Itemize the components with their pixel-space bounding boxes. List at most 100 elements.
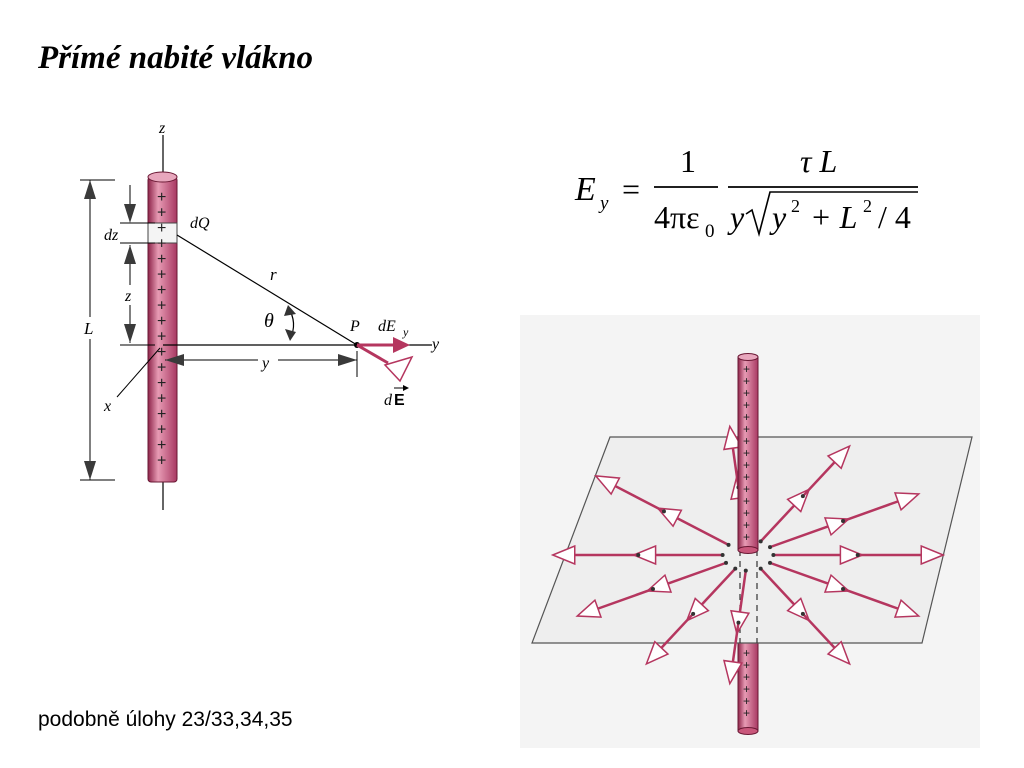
charge-plus: +: [157, 251, 166, 268]
field-arrowhead: [594, 475, 621, 496]
dz-segment: [147, 222, 178, 244]
z-dim-label: z: [124, 288, 132, 305]
field-origin-dot: [650, 586, 655, 591]
charge-plus: +: [157, 313, 166, 330]
charge-plus: +: [743, 530, 750, 544]
charge-plus: +: [743, 494, 750, 508]
field-origin-dot: [736, 620, 741, 625]
field-arrows: [550, 424, 946, 686]
charge-plus: +: [743, 458, 750, 472]
field-arrowhead: [826, 444, 851, 470]
field-line: [676, 517, 730, 546]
dEy-label: dE: [378, 318, 396, 335]
field-origin-dot: [726, 542, 731, 547]
field-origin-dot: [771, 553, 776, 557]
field-arrowhead: [722, 659, 744, 686]
field-origin-dot: [800, 611, 805, 616]
dz-label: dz: [104, 227, 119, 244]
charge-plus: +: [743, 398, 750, 412]
field-line: [700, 567, 737, 606]
dE-label-E: E: [394, 392, 405, 409]
formula-lhs-sub: y: [598, 193, 609, 214]
field-origin-dot: [733, 566, 738, 571]
charge-plus: +: [743, 670, 750, 684]
charge-plus: +: [743, 482, 750, 496]
charge-plus: +: [157, 437, 166, 454]
charge-plus: +: [743, 694, 750, 708]
charge-plus: +: [157, 220, 166, 237]
rod-geometry-figure: z ++++++++++++++++++ L dz z dQ r y θ P d…: [80, 120, 440, 510]
L-label: L: [83, 319, 93, 338]
y-axis-label: y: [430, 336, 440, 353]
field-arrowhead: [645, 640, 670, 666]
charge-plus: +: [157, 267, 166, 284]
formula-frac2-den-plus: + L: [810, 199, 857, 235]
field-line: [769, 525, 829, 549]
field-line: [738, 570, 748, 613]
field-line: [801, 461, 836, 498]
dQ-label: dQ: [190, 215, 210, 232]
formula-frac2-den-exp2: 2: [863, 196, 872, 216]
field-origin-dot: [841, 519, 846, 524]
formula-lhs: E: [574, 171, 596, 208]
charge-plus: +: [157, 344, 166, 361]
charge-plus: +: [157, 453, 166, 470]
charge-plus: +: [743, 518, 750, 532]
field-arrowhead: [722, 424, 744, 451]
field-line: [597, 587, 654, 610]
rod-charges-right: +++++++++++++++++++++: [743, 362, 750, 720]
charge-plus: +: [743, 410, 750, 424]
field-line: [801, 612, 836, 649]
field-origin-dot: [691, 611, 696, 616]
field-origin-dot: [841, 586, 846, 591]
field-origin-dot: [723, 560, 728, 565]
formula-equals: =: [622, 171, 640, 207]
charge-plus: +: [157, 391, 166, 408]
P-label: P: [349, 318, 360, 335]
field-formula: E y = 1 4πε 0 τ L y y 2 + L 2 / 4: [574, 143, 918, 242]
charge-plus: +: [157, 422, 166, 439]
charge-plus: +: [743, 434, 750, 448]
x-axis-label: x: [103, 398, 111, 415]
formula-frac1-den-sub: 0: [705, 221, 715, 242]
field-line: [614, 484, 665, 513]
field-origin-dot: [743, 568, 748, 573]
formula-sqrt: [745, 191, 918, 237]
rod-upper-cap: [737, 353, 759, 361]
r-label: r: [270, 265, 277, 284]
field-origin-dot: [758, 539, 763, 544]
charge-plus: +: [743, 658, 750, 672]
field-line: [759, 504, 796, 543]
y-dim-label: y: [260, 355, 270, 372]
formula-frac2-den-exp: 2: [791, 196, 800, 216]
field-line: [731, 622, 740, 663]
formula-frac2-num: τ L: [800, 143, 837, 179]
charge-plus: +: [743, 506, 750, 520]
charge-plus: +: [157, 205, 166, 222]
field-origin-dot: [768, 560, 773, 565]
field-arrowhead: [550, 544, 576, 566]
charge-plus: +: [743, 646, 750, 660]
field-origin-dot: [661, 509, 666, 514]
formula-frac1-num: 1: [680, 143, 696, 179]
field-origin-dot: [636, 553, 641, 557]
field-arrowhead: [826, 640, 851, 666]
dEy-sub: y: [402, 325, 409, 339]
charge-plus: +: [743, 374, 750, 388]
charge-plus: +: [743, 470, 750, 484]
dE-label-d: d: [384, 392, 393, 409]
charge-plus: +: [157, 189, 166, 206]
field-line: [759, 567, 796, 606]
charge-plus: +: [743, 706, 750, 720]
r-line: [176, 234, 358, 346]
charge-plus: +: [743, 362, 750, 376]
radial-field-figure: +++++++++++++++++++++: [520, 315, 980, 748]
field-arrowhead: [575, 598, 603, 618]
charge-plus: +: [743, 682, 750, 696]
formula-frac2-den-y2: y: [769, 199, 787, 235]
field-arrowhead: [839, 544, 865, 566]
rod-top-cap: [147, 171, 178, 183]
field-origin-dot: [800, 494, 805, 499]
field-origin-dot: [758, 566, 763, 571]
field-arrowhead: [920, 544, 946, 566]
